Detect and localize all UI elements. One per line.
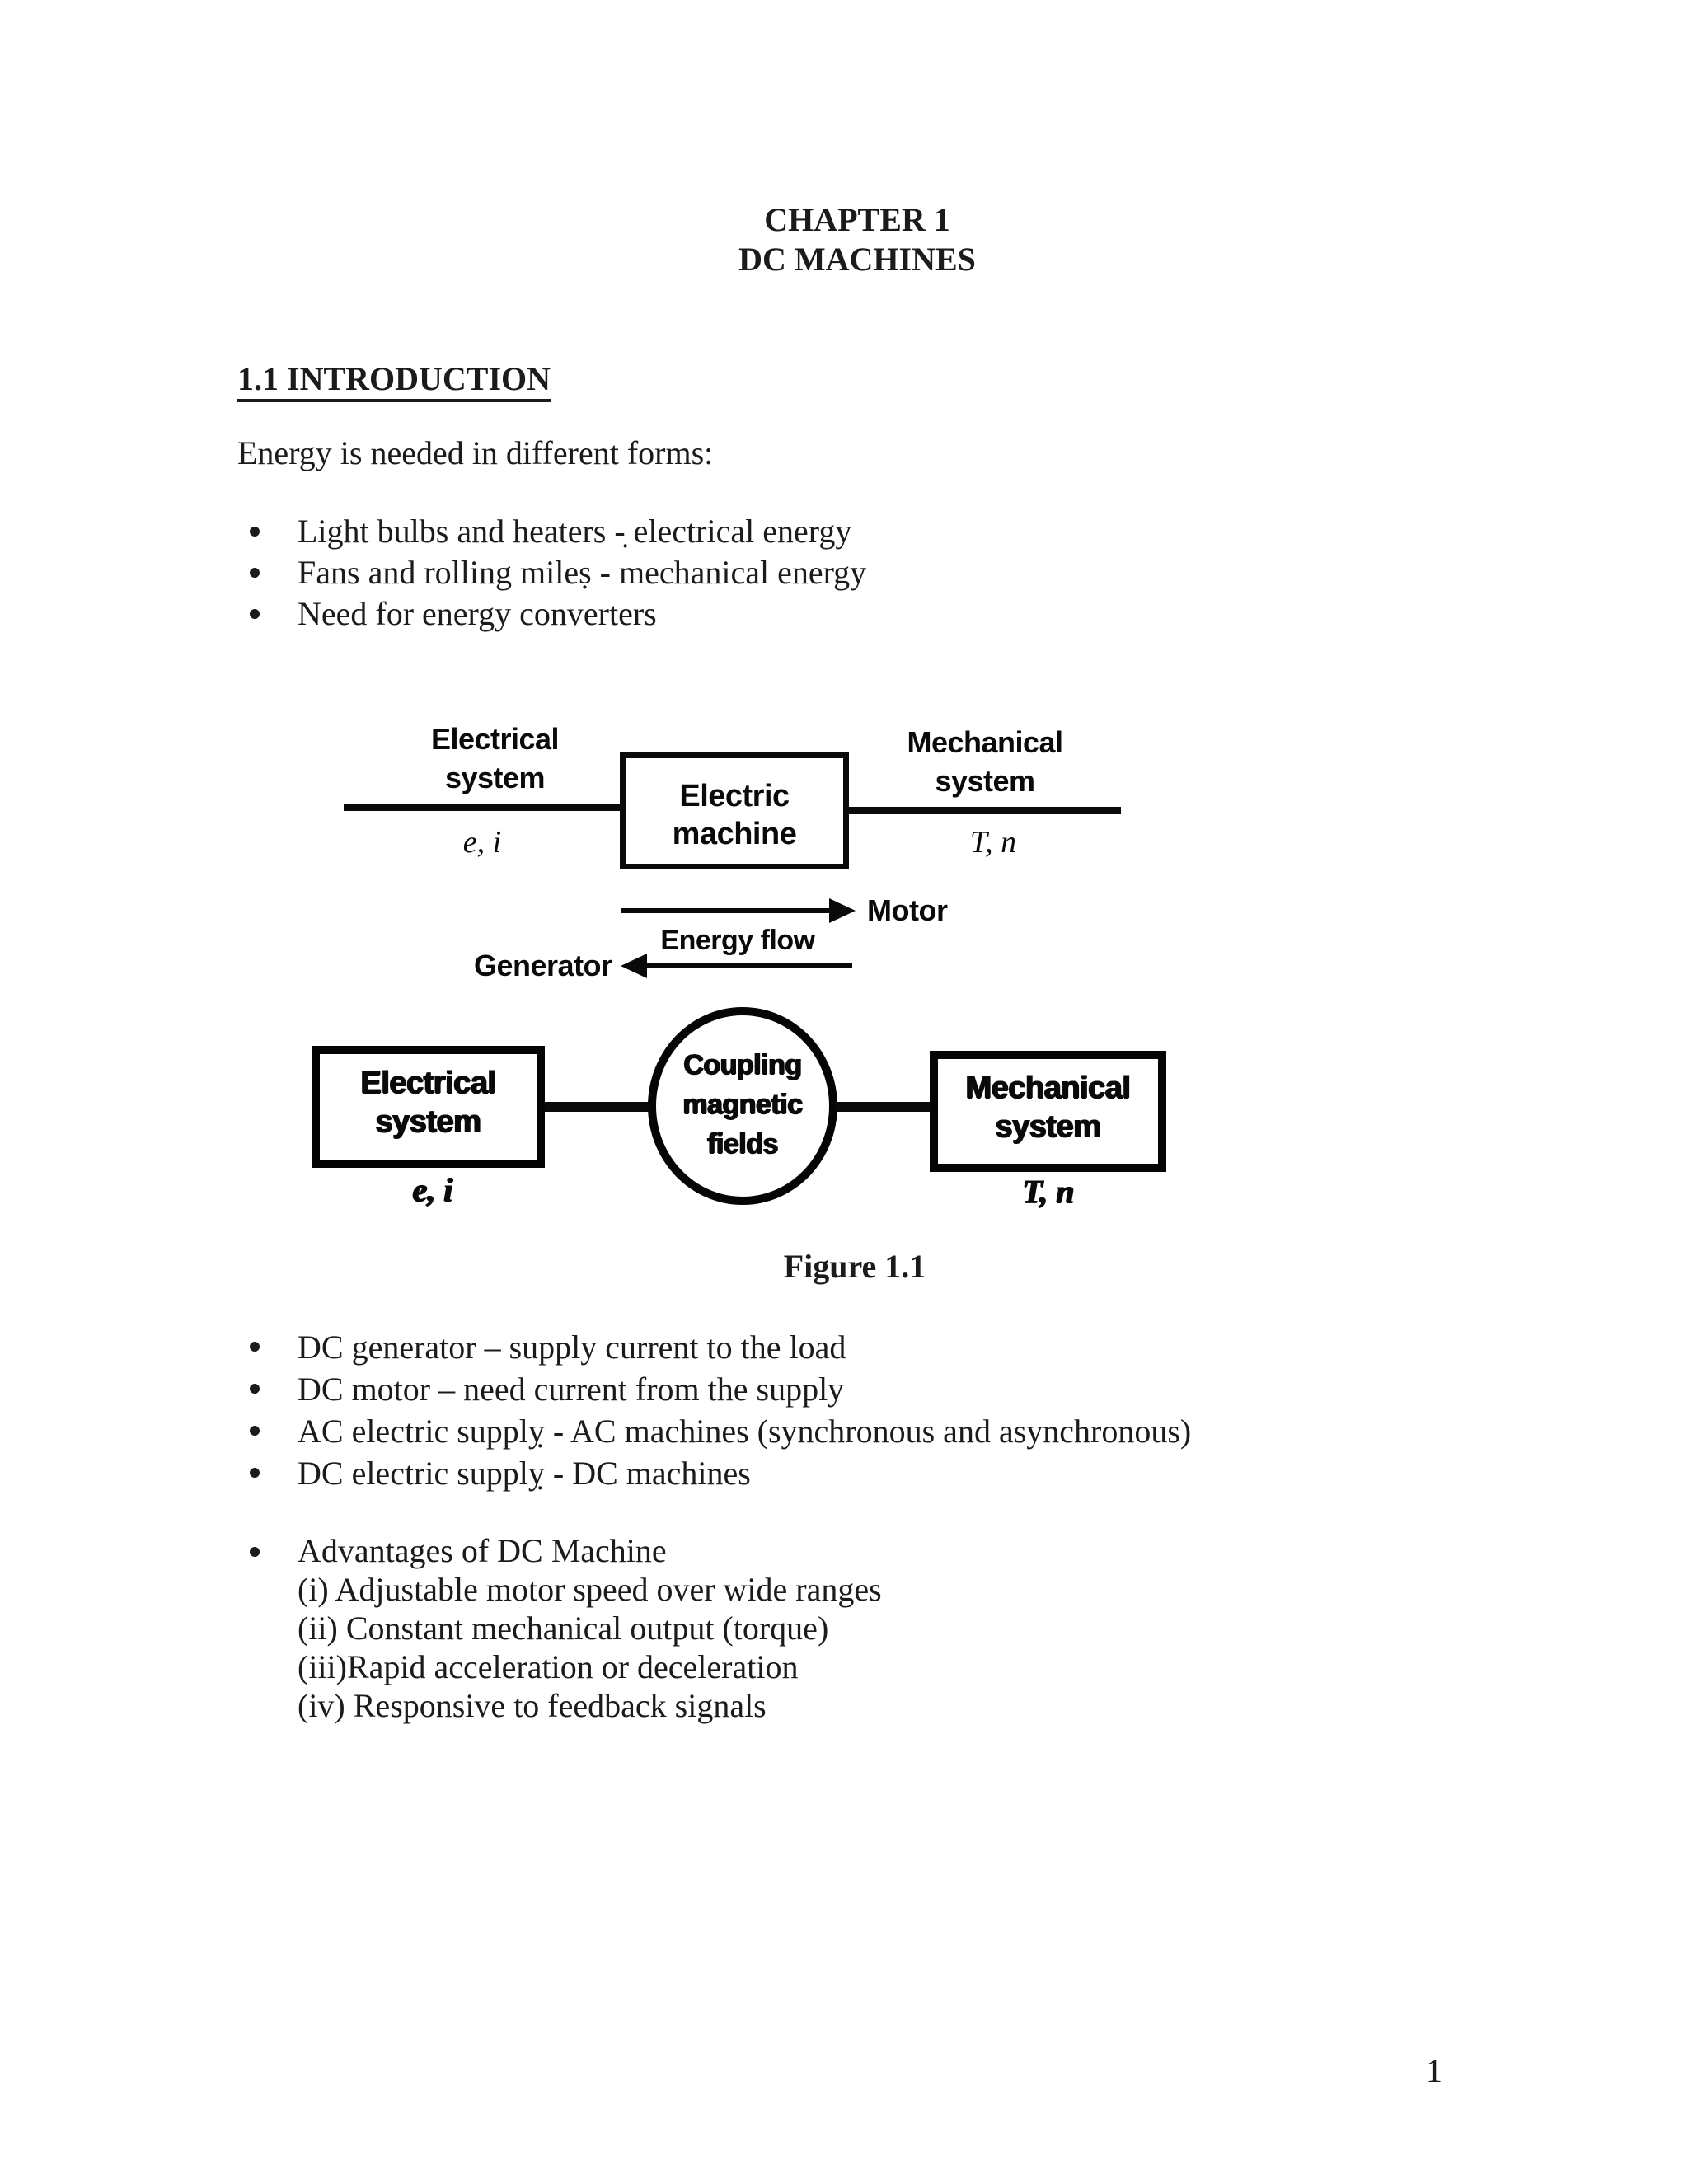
advantages-list: Advantages of DC Machine (i) Adjustable …: [250, 1531, 882, 1725]
ei-label-bottom: e, i: [412, 1171, 453, 1208]
left-coupling-connector: [545, 1102, 649, 1112]
generator-label: Generator: [474, 949, 612, 982]
section-heading-text: 1.1 INTRODUCTION: [237, 360, 551, 402]
energy-flow-label: Energy flow: [660, 925, 815, 956]
generator-arrow-shaft: [647, 963, 852, 968]
page-number: 1: [1426, 2052, 1442, 2089]
list-item-text: Fans and rolling mileṣ - mechanical ener…: [298, 554, 867, 591]
advantages-heading-text: Advantages of DC Machine: [298, 1532, 667, 1569]
list-item-text: (iii)Rapid acceleration or deceleration: [298, 1648, 799, 1685]
coupling-ellipse-line1: Coupling: [683, 1049, 802, 1080]
coupling-magnetic-fields-ellipse: Coupling magnetic fields: [648, 1007, 837, 1205]
list-item: Light bulbs and heaters -̣ electrical en…: [250, 511, 866, 552]
mechanical-system-label-line1: Mechanical: [907, 725, 1063, 759]
electrical-system-box-line1: Electrical: [360, 1066, 497, 1100]
intro-paragraph: Energy is needed in different forms:: [237, 434, 714, 471]
bullet-icon: [250, 1426, 260, 1436]
figure-caption: Figure 1.1: [783, 1248, 926, 1285]
electric-machine-box: Electric machine: [620, 752, 849, 869]
electric-machine-box-line2: machine: [672, 817, 797, 851]
ei-label-top: e, i: [462, 825, 502, 860]
list-item-text: DC generator – supply current to the loa…: [298, 1329, 846, 1366]
figure-1-1: Electrical system Mechanical system Elec…: [0, 705, 1688, 1294]
list-item: DC generator – supply current to the loa…: [250, 1326, 1191, 1368]
list-item-text: (iv) Responsive to feedback signals: [298, 1687, 767, 1724]
section-heading: 1.1 INTRODUCTION: [237, 359, 551, 402]
tn-label-top: T, n: [969, 825, 1017, 860]
list-item: DC electric supplỵ - DC machines: [250, 1452, 1191, 1494]
coupling-ellipse-line2: magnetic: [682, 1089, 803, 1120]
mechanical-system-label-top: Mechanical system: [894, 723, 1076, 800]
advantages-heading-item: Advantages of DC Machine: [250, 1531, 882, 1570]
mechanical-system-label-line2: system: [935, 764, 1035, 798]
list-item-text: (ii) Constant mechanical output (torque): [298, 1610, 829, 1647]
list-item-text: DC motor – need current from the supply: [298, 1371, 845, 1408]
list-item-text: AC electric supplỵ - AC machines (synchr…: [298, 1413, 1192, 1450]
electrical-system-label-line1: Electrical: [430, 722, 560, 756]
mechanical-system-box-line2: system: [995, 1109, 1101, 1144]
list-item-text: Light bulbs and heaters -̣ electrical en…: [298, 513, 852, 550]
electrical-system-box: Electrical system: [312, 1046, 545, 1168]
list-item: DC motor – need current from the supply: [250, 1368, 1191, 1410]
mechanical-connection-line: [849, 807, 1121, 814]
electric-machine-box-line1: Electric: [679, 779, 790, 813]
motor-arrow-head-icon: [829, 898, 856, 923]
bullet-icon: [250, 1384, 260, 1394]
machine-bullet-list: DC generator – supply current to the loa…: [250, 1326, 1191, 1494]
bullet-icon: [250, 1342, 260, 1352]
bullet-icon: [250, 568, 260, 578]
list-item: AC electric supplỵ - AC machines (synchr…: [250, 1410, 1191, 1452]
right-coupling-connector: [836, 1102, 931, 1112]
list-item: (ii) Constant mechanical output (torque): [250, 1609, 882, 1647]
list-item: (i) Adjustable motor speed over wide ran…: [250, 1570, 882, 1609]
bullet-icon: [250, 1468, 260, 1478]
electrical-connection-line: [344, 804, 620, 811]
list-item-text: DC electric supplỵ - DC machines: [298, 1455, 751, 1492]
coupling-ellipse-line3: fields: [707, 1128, 778, 1160]
electrical-system-label-line2: system: [444, 761, 546, 794]
electrical-system-box-line2: system: [375, 1104, 481, 1139]
list-item: Fans and rolling mileṣ - mechanical ener…: [250, 552, 866, 593]
mechanical-system-box-line1: Mechanical: [965, 1071, 1131, 1105]
chapter-title-line1: CHAPTER 1: [764, 201, 950, 238]
motor-arrow-shaft: [621, 908, 831, 913]
bullet-icon: [250, 527, 260, 537]
electrical-system-label-top: Electrical system: [415, 719, 575, 797]
list-item-text: (i) Adjustable motor speed over wide ran…: [298, 1571, 882, 1608]
list-item-text: Need for energy converters: [298, 595, 657, 632]
generator-arrow-head-icon: [621, 954, 647, 978]
chapter-title-line2: DC MACHINES: [738, 241, 976, 278]
tn-label-bottom: T, n: [1022, 1173, 1075, 1210]
energy-bullet-list: Light bulbs and heaters -̣ electrical en…: [250, 511, 866, 635]
motor-label: Motor: [867, 893, 948, 927]
bullet-icon: [250, 1547, 260, 1557]
list-item: Need for energy converters: [250, 593, 866, 635]
mechanical-system-box: Mechanical system: [930, 1051, 1166, 1172]
chapter-title: CHAPTER 1 DC MACHINES: [239, 200, 1475, 279]
list-item: (iv) Responsive to feedback signals: [250, 1686, 882, 1725]
list-item: (iii)Rapid acceleration or deceleration: [250, 1647, 882, 1686]
bullet-icon: [250, 609, 260, 619]
